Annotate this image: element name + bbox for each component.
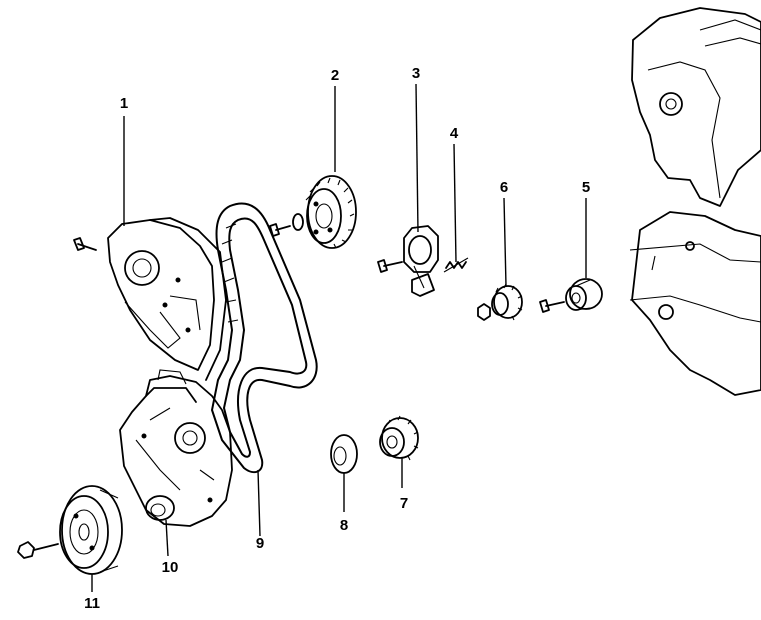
callout-3: 3 [412,65,420,82]
callout-8: 8 [340,517,348,534]
callout-2: 2 [331,67,339,84]
part-5-idler-pulley [565,278,603,311]
callout-4: 4 [450,125,459,142]
bolt-camshaft [269,223,291,237]
callout-7: 7 [400,495,408,512]
callout-9: 9 [256,535,264,552]
nut-sprocket [477,303,491,321]
callout-6: 6 [500,179,508,196]
part-10-lower-timing-cover [119,369,233,527]
callout-labels: 1 2 3 4 5 6 7 8 9 10 11 [84,65,590,612]
bolt-upper-cover [73,237,97,251]
part-8-flange [330,434,358,474]
part-4-tensioner-spring [443,257,469,273]
bolt-tensioner [377,259,403,273]
callout-11: 11 [84,595,100,612]
bolt-idler [539,299,565,313]
leader-lines [91,83,587,592]
callout-1: 1 [120,95,128,112]
engine-block [629,7,761,396]
callout-10: 10 [162,559,179,576]
washer-camshaft [292,213,304,231]
part-3-tensioner [403,225,439,297]
part-9-timing-belt [210,202,318,474]
part-7-crankshaft-sprocket [379,415,419,461]
part-6-sprocket [491,283,523,321]
callout-5: 5 [582,179,590,196]
bolt-crankshaft-pulley [17,541,59,559]
part-1-upper-timing-cover [107,217,227,381]
part-2-camshaft-sprocket [305,175,357,249]
part-11-crankshaft-pulley [59,485,123,575]
